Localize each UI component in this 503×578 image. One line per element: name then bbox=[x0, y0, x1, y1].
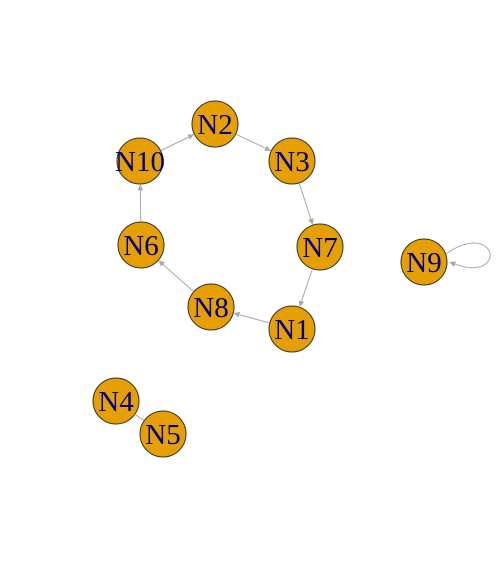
node-label: N5 bbox=[145, 419, 180, 451]
node-circle bbox=[268, 137, 316, 185]
node-label: N6 bbox=[123, 230, 158, 262]
node-circle bbox=[139, 410, 187, 458]
edges-layer bbox=[135, 133, 491, 421]
node-circle bbox=[117, 221, 165, 269]
edge-n10-n2 bbox=[161, 134, 195, 151]
node-n10: N10 bbox=[115, 137, 165, 185]
node-circle bbox=[116, 137, 164, 185]
node-n9: N9 bbox=[400, 238, 448, 286]
edge-n1-n8 bbox=[233, 311, 269, 324]
node-circle bbox=[187, 283, 235, 331]
edge-n2-n3 bbox=[236, 133, 271, 152]
edge-n7-n1 bbox=[298, 269, 313, 307]
node-label: N10 bbox=[115, 146, 165, 178]
node-label: N2 bbox=[197, 109, 232, 141]
node-n6: N6 bbox=[117, 221, 165, 269]
node-label: N7 bbox=[302, 232, 337, 264]
edge-n9-n9 bbox=[445, 242, 491, 269]
node-n8: N8 bbox=[187, 283, 235, 331]
edge-n8-n6 bbox=[158, 260, 194, 292]
node-circle bbox=[400, 238, 448, 286]
node-n2: N2 bbox=[191, 100, 239, 148]
node-n4: N4 bbox=[92, 377, 140, 425]
node-circle bbox=[296, 223, 344, 271]
node-n7: N7 bbox=[296, 223, 344, 271]
node-label: N8 bbox=[193, 292, 228, 324]
node-n1: N1 bbox=[268, 305, 316, 353]
node-n5: N5 bbox=[139, 410, 187, 458]
node-n3: N3 bbox=[268, 137, 316, 185]
edge-n4-n5 bbox=[135, 414, 144, 421]
edge-n3-n7 bbox=[298, 183, 314, 225]
node-circle bbox=[191, 100, 239, 148]
node-label: N3 bbox=[274, 146, 309, 178]
node-label: N4 bbox=[98, 386, 134, 418]
node-label: N1 bbox=[274, 314, 309, 346]
node-label: N9 bbox=[406, 247, 441, 279]
node-circle bbox=[92, 377, 140, 425]
node-circle bbox=[268, 305, 316, 353]
